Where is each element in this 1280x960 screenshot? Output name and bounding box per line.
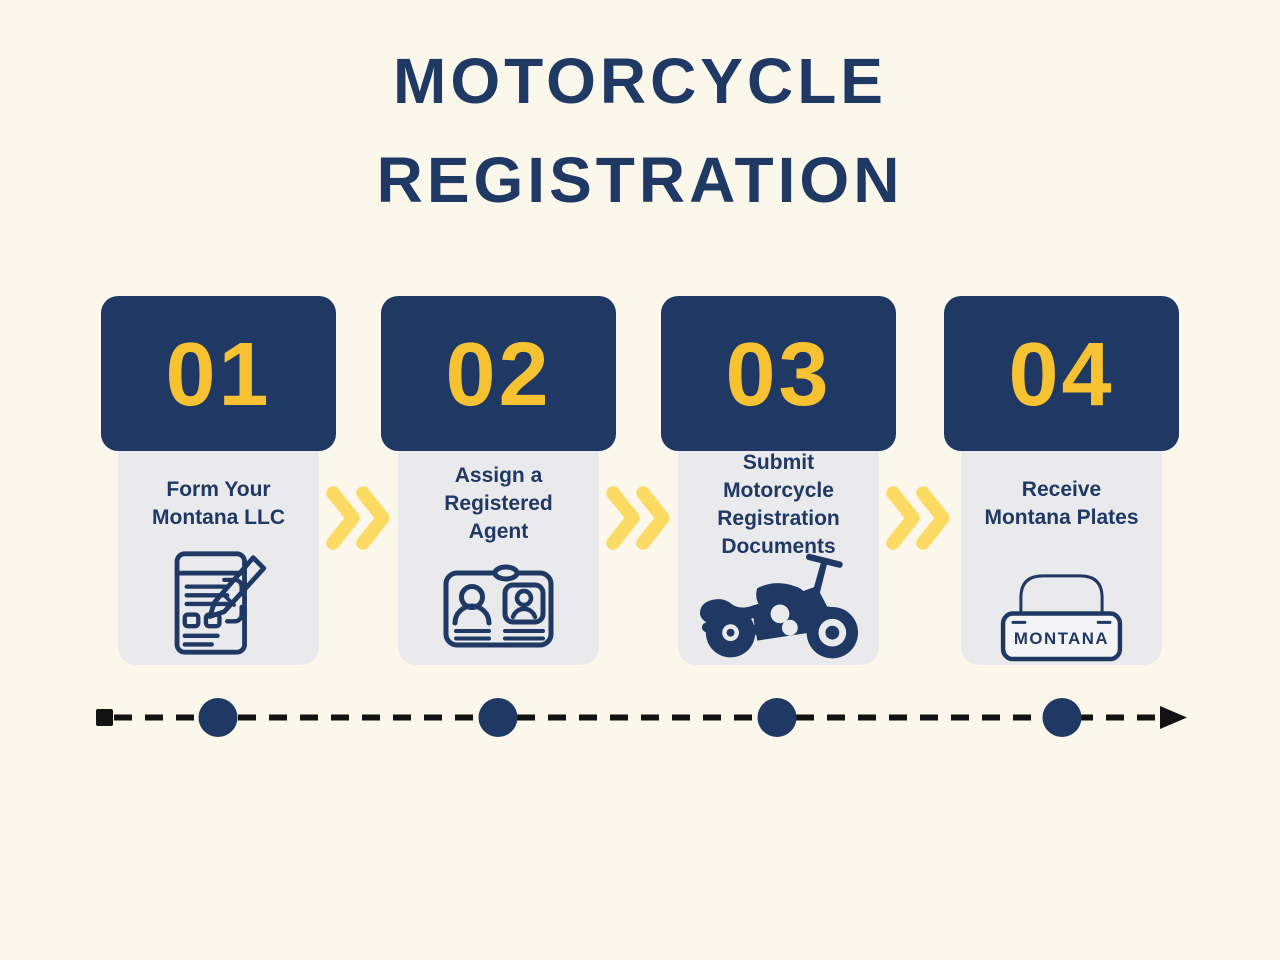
- timeline-arrow-icon: [1160, 706, 1187, 729]
- timeline-start-square: [96, 709, 113, 726]
- chevron-separator-3: [886, 486, 950, 550]
- step-4-number-card: 04: [944, 296, 1179, 451]
- step-4-number: 04: [1008, 324, 1115, 425]
- double-chevron-icon: [606, 486, 670, 550]
- step-3-number-card: 03: [661, 296, 896, 451]
- license-plate-text: MONTANA: [1014, 629, 1109, 648]
- step-1-label: Form Your Montana LLC: [152, 478, 285, 529]
- motorcycle-icon: [694, 548, 862, 660]
- step-1-number-card: 01: [101, 296, 336, 451]
- timeline-track: [90, 693, 1195, 742]
- id-card-icon: [442, 560, 555, 649]
- step-1: 01 Form Your Montana LLC: [101, 296, 336, 668]
- step-4: 04 Receive Montana Plates MONTANA: [944, 296, 1179, 668]
- double-chevron-icon: [886, 486, 950, 550]
- step-2-number: 02: [445, 324, 552, 425]
- chevron-separator-2: [606, 486, 670, 550]
- timeline-dot-3: [757, 698, 797, 737]
- step-3: 03 Submit Motorcycle Registration Docume…: [661, 296, 896, 668]
- step-2-label: Assign a Registered Agent: [444, 464, 553, 543]
- step-2: 02 Assign a Registered Agent: [381, 296, 616, 668]
- title-line-2: REGISTRATION: [376, 144, 904, 216]
- step-2-body-card: [398, 436, 599, 665]
- license-plate-icon: MONTANA: [997, 562, 1126, 663]
- timeline-dot-2: [478, 698, 518, 737]
- step-2-number-card: 02: [381, 296, 616, 451]
- page-title: MOTORCYCLE REGISTRATION: [0, 32, 1280, 230]
- chevron-separator-1: [326, 486, 390, 550]
- double-chevron-icon: [326, 486, 390, 550]
- timeline-dot-4: [1042, 698, 1082, 737]
- step-4-label: Receive Montana Plates: [984, 478, 1139, 529]
- step-3-label: Submit Motorcycle Registration Documents: [717, 451, 840, 558]
- step-3-number: 03: [725, 324, 832, 425]
- pencil: [207, 555, 267, 619]
- step-1-number: 01: [165, 324, 272, 425]
- form-document-icon: [170, 549, 267, 657]
- timeline-dot-1: [198, 698, 238, 737]
- title-line-1: MOTORCYCLE: [393, 45, 887, 117]
